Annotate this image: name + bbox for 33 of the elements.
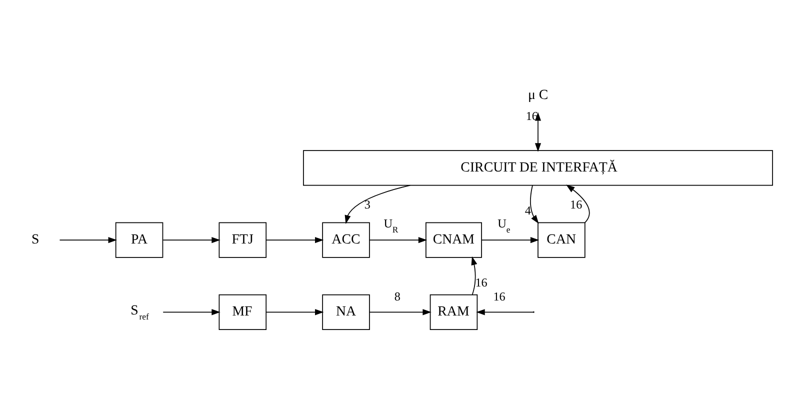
edge-label: 16 [493, 290, 506, 304]
node-box: CIRCUIT DE INTERFAȚĂ [303, 150, 773, 186]
arrow [266, 237, 324, 244]
arrow [471, 256, 478, 296]
node-box: ACC [322, 222, 370, 258]
node-box: CNAM [426, 222, 482, 258]
edge-label: 8 [394, 290, 400, 304]
node-box: FTJ [218, 222, 267, 258]
edge-label: U$_{R}$ [384, 216, 398, 235]
edge-label: 3 [364, 197, 370, 212]
node-box: CAN [538, 222, 586, 258]
arrow [59, 237, 117, 244]
node-text: S [32, 232, 40, 248]
arrow [369, 237, 428, 244]
arrow [266, 309, 324, 316]
arrow [162, 309, 220, 316]
arrow [566, 184, 590, 224]
edge-label: U$_{e}$ [498, 216, 510, 235]
node-box: RAM [430, 294, 478, 330]
arrow [530, 185, 539, 224]
arrow [482, 237, 540, 244]
edge-label: 16 [570, 197, 582, 212]
node-text: μ C [528, 88, 548, 104]
node-box: NA [322, 294, 370, 330]
arrow [344, 184, 411, 224]
arrow [162, 237, 220, 244]
node-box: PA [115, 222, 164, 258]
edge-label: 4 [524, 204, 532, 218]
node-text: S$_{ref}$ [130, 304, 149, 322]
edge-label: 16 [475, 276, 488, 290]
node-box: MF [218, 294, 267, 330]
arrow [369, 309, 432, 316]
arrow [476, 309, 534, 316]
